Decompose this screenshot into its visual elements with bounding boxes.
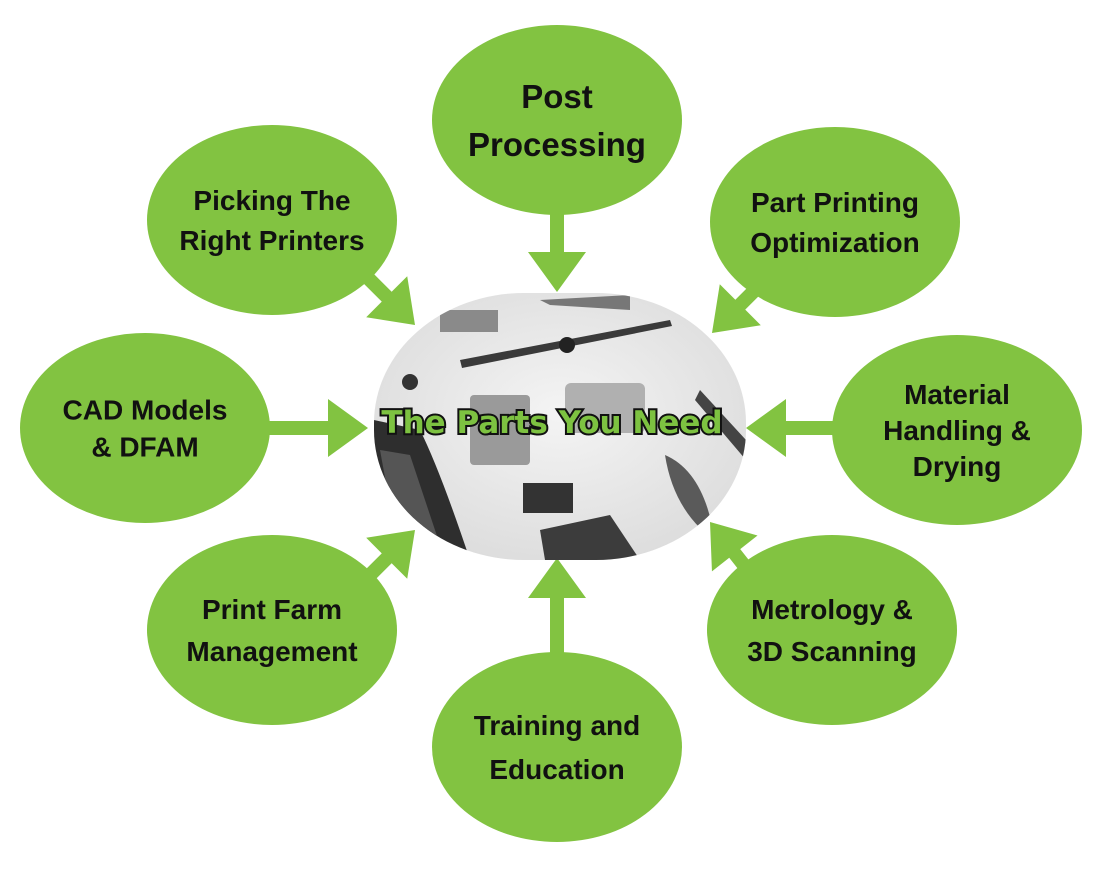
part-shape xyxy=(695,390,746,460)
node-label: Training and xyxy=(474,710,640,741)
part-shape xyxy=(565,383,645,433)
node-ellipse xyxy=(707,535,957,725)
node-label: Drying xyxy=(913,451,1002,482)
arrow-cad-models-dfam xyxy=(265,399,368,457)
node-label: Print Farm xyxy=(202,594,342,625)
node-label: 3D Scanning xyxy=(747,636,917,667)
node-ellipse xyxy=(147,125,397,315)
node-ellipse xyxy=(147,535,397,725)
node-ellipse xyxy=(832,335,1082,525)
node-label: Right Printers xyxy=(179,225,364,256)
node-ellipse xyxy=(20,333,270,523)
node-label: Education xyxy=(489,754,624,785)
arrow-training-education xyxy=(528,558,586,660)
node-ellipse xyxy=(432,652,682,842)
node-label: Part Printing xyxy=(751,187,919,218)
part-shape xyxy=(402,374,418,390)
arrow-post-processing xyxy=(528,212,586,292)
node-label: Processing xyxy=(468,126,646,163)
part-shape xyxy=(559,337,575,353)
arrow-material-handling-drying xyxy=(746,399,838,457)
node-label: Metrology & xyxy=(751,594,913,625)
arrow-picking-right-printers xyxy=(357,267,415,325)
node-label: Post xyxy=(521,78,593,115)
part-shape xyxy=(665,455,712,528)
center-title: The Parts You Need xyxy=(381,405,722,441)
node-label: Optimization xyxy=(750,227,920,258)
node-label: Handling & xyxy=(883,415,1031,446)
part-shape xyxy=(470,395,530,465)
part-shape xyxy=(540,515,640,560)
node-label: CAD Models xyxy=(63,395,228,426)
part-shape xyxy=(523,483,573,513)
node-ellipse xyxy=(710,127,960,317)
part-shape xyxy=(440,310,498,332)
node-cad-models-dfam: CAD Models & DFAM xyxy=(20,333,270,523)
node-label: Picking The xyxy=(193,185,350,216)
arrow-print-farm-management xyxy=(360,530,415,585)
part-shape xyxy=(540,295,630,310)
node-label: & DFAM xyxy=(91,432,198,463)
node-label: Material xyxy=(904,379,1010,410)
node-metrology-3d-scanning: Metrology & 3D Scanning xyxy=(707,535,957,725)
node-label: Management xyxy=(186,636,357,667)
node-ellipse xyxy=(432,25,682,215)
